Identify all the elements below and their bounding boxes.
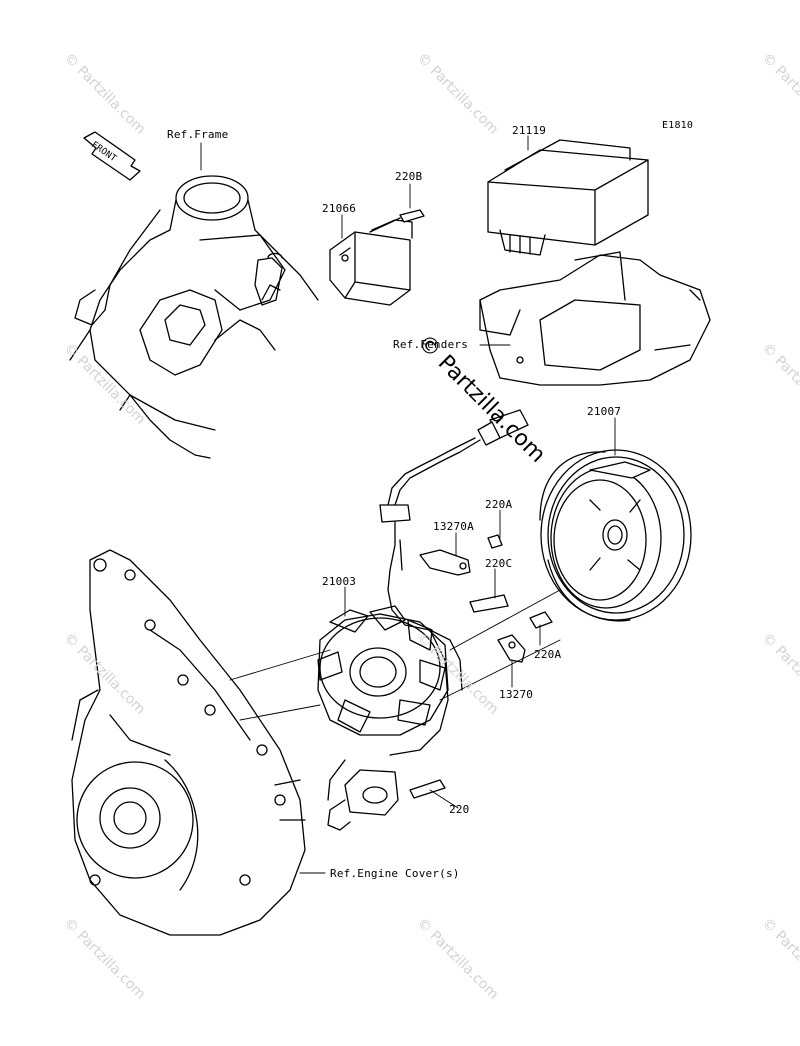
label-part-220: 220 — [449, 803, 470, 816]
fender-drawing — [479, 251, 711, 386]
engine-cover-drawing — [71, 549, 306, 936]
diagram-code: E1810 — [662, 120, 694, 131]
label-part-21066: 21066 — [322, 202, 357, 215]
label-part-21003: 21003 — [322, 575, 357, 588]
label-ref-engine-cover: Ref.Engine Cover(s) — [330, 867, 460, 880]
leader-lines — [200, 135, 616, 874]
label-part-220C: 220C — [485, 557, 513, 570]
front-arrow-icon — [83, 131, 141, 181]
relay-21066-drawing — [329, 209, 425, 306]
frame-drawing — [69, 175, 319, 459]
label-part-21007: 21007 — [587, 405, 622, 418]
regulator-21119-drawing — [487, 139, 649, 256]
label-part-21119: 21119 — [512, 124, 547, 137]
hardware-drawing — [419, 534, 553, 663]
flywheel-21007-drawing — [539, 449, 692, 622]
wire-harness-drawing — [379, 409, 529, 756]
label-part-13270A: 13270A — [433, 520, 474, 533]
label-part-220A-bottom: 220A — [534, 648, 562, 661]
stator-21003-drawing — [317, 605, 449, 831]
label-part-220B: 220B — [395, 170, 423, 183]
label-part-13270: 13270 — [499, 688, 534, 701]
label-ref-frame: Ref.Frame — [167, 128, 229, 141]
label-part-220A-top: 220A — [485, 498, 513, 511]
label-ref-fenders: Ref.Fenders — [393, 338, 469, 351]
